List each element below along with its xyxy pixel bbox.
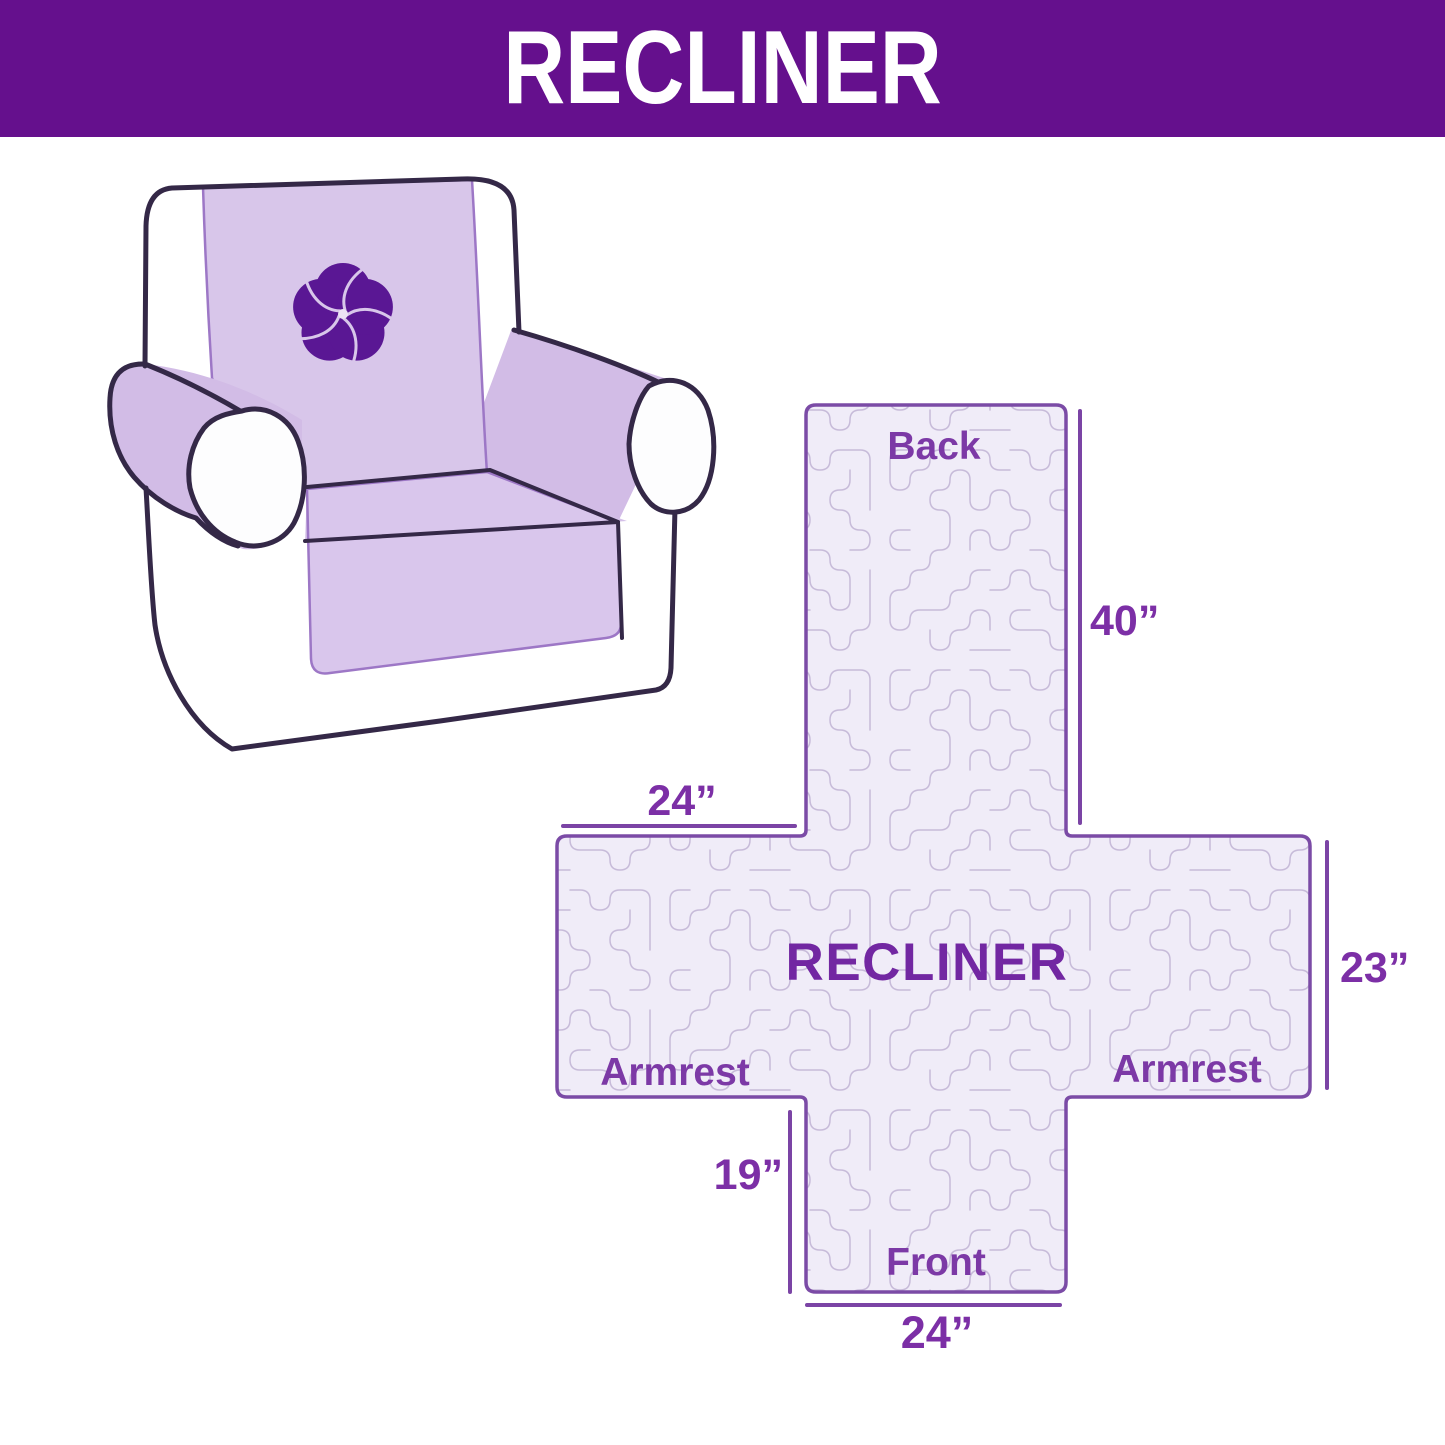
- svg-text:Front: Front: [886, 1241, 986, 1284]
- svg-text:Back: Back: [887, 425, 981, 468]
- svg-text:19”: 19”: [714, 1151, 783, 1199]
- svg-text:24”: 24”: [901, 1307, 974, 1358]
- svg-text:23”: 23”: [1340, 944, 1409, 992]
- svg-text:Armrest: Armrest: [1112, 1048, 1262, 1091]
- svg-text:24”: 24”: [647, 777, 716, 825]
- svg-text:Armrest: Armrest: [600, 1051, 750, 1094]
- svg-text:RECLINER: RECLINER: [786, 933, 1069, 992]
- svg-text:40”: 40”: [1090, 597, 1159, 645]
